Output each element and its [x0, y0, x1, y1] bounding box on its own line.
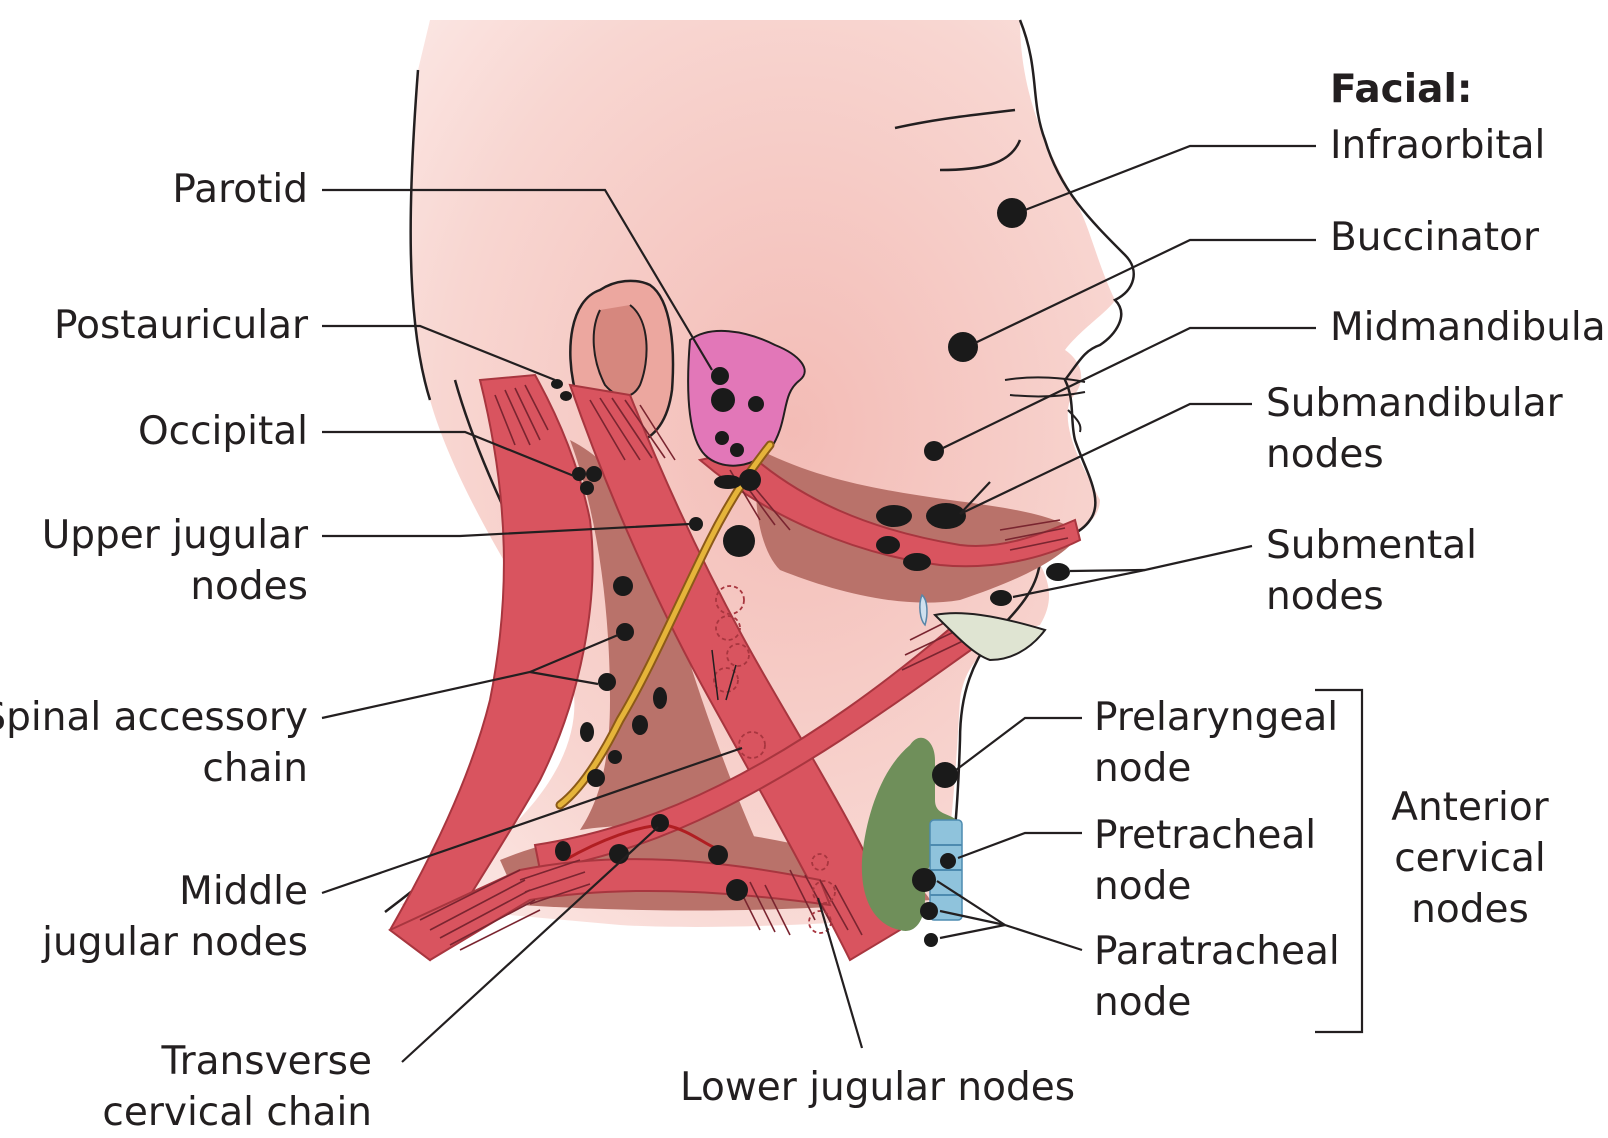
node-spinal-5 [632, 715, 648, 735]
label-anterior-cervical-line1: Anterior [1390, 782, 1550, 833]
node-occipital-2 [586, 466, 602, 482]
node-submandibular-4 [903, 553, 931, 571]
label-occipital: Occipital [138, 406, 308, 457]
label-submandibular: Submandibular nodes [1266, 378, 1563, 480]
node-occipital-1 [572, 467, 586, 481]
node-submental-1 [1046, 563, 1070, 581]
node-submandibular-1 [876, 505, 912, 527]
node-paratracheal-3 [924, 933, 938, 947]
node-submental-2 [990, 590, 1012, 606]
label-facial-heading: Facial: [1330, 64, 1472, 115]
node-upper-jugular-1 [714, 475, 742, 489]
label-anterior-cervical-line3: nodes [1390, 884, 1550, 935]
label-paratracheal-line2: node [1094, 977, 1340, 1028]
node-occipital-3 [580, 481, 594, 495]
label-prelaryngeal-line1: Prelaryngeal [1094, 692, 1338, 743]
label-pretracheal-line2: node [1094, 861, 1316, 912]
node-postauricular-1 [551, 379, 563, 389]
label-parotid: Parotid [172, 164, 308, 215]
label-transverse-cervical: Transverse cervical chain [102, 1036, 372, 1138]
label-midmandibular: Midmandibular [1330, 302, 1608, 353]
label-postauricular: Postauricular [54, 300, 308, 351]
node-parotid-1 [711, 367, 729, 385]
node-buccinator [948, 332, 978, 362]
label-anterior-cervical: Anterior cervical nodes [1390, 782, 1550, 935]
node-paratracheal-2 [920, 902, 938, 920]
node-postauricular-2 [560, 391, 572, 401]
label-submental-line1: Submental [1266, 520, 1477, 571]
node-spinal-7 [608, 750, 622, 764]
node-parotid-4 [715, 431, 729, 445]
label-upper-jugular-line2: nodes [42, 561, 308, 612]
node-upper-jugular-2 [739, 469, 761, 491]
node-paratracheal-1 [912, 868, 936, 892]
node-spinal-8 [587, 769, 605, 787]
label-middle-jugular: Middle jugular nodes [42, 866, 308, 968]
label-pretracheal: Pretracheal node [1094, 810, 1316, 912]
node-spinal-2 [616, 623, 634, 641]
node-parotid-5 [730, 443, 744, 457]
label-lower-jugular: Lower jugular nodes [680, 1062, 1075, 1113]
node-spinal-6 [580, 722, 594, 742]
node-infraorbital [997, 198, 1027, 228]
label-prelaryngeal-line2: node [1094, 743, 1338, 794]
label-anterior-cervical-line2: cervical [1390, 833, 1550, 884]
label-transverse-cervical-line1: Transverse [102, 1036, 372, 1087]
label-spinal-accessory: Spinal accessory chain [0, 692, 308, 794]
node-submandibular-2 [926, 503, 966, 529]
label-prelaryngeal: Prelaryngeal node [1094, 692, 1338, 794]
node-transverse-1 [651, 814, 669, 832]
node-spinal-4 [653, 687, 667, 709]
label-spinal-accessory-line1: Spinal accessory [0, 692, 308, 743]
node-transverse-2 [609, 844, 629, 864]
node-parotid-2 [711, 388, 735, 412]
label-pretracheal-line1: Pretracheal [1094, 810, 1316, 861]
label-middle-jugular-line2: jugular nodes [42, 917, 308, 968]
label-transverse-cervical-line2: cervical chain [102, 1087, 372, 1138]
label-submental: Submental nodes [1266, 520, 1477, 622]
label-infraorbital: Infraorbital [1330, 120, 1545, 171]
node-prelaryngeal [932, 762, 958, 788]
node-upper-jugular-3 [689, 517, 703, 531]
label-spinal-accessory-line2: chain [0, 743, 308, 794]
node-transverse-3 [555, 841, 571, 861]
label-paratracheal: Paratracheal node [1094, 926, 1340, 1028]
node-midmandibular [924, 441, 944, 461]
label-middle-jugular-line1: Middle [42, 866, 308, 917]
label-upper-jugular-line1: Upper jugular [42, 510, 308, 561]
label-buccinator: Buccinator [1330, 212, 1539, 263]
node-spinal-3 [598, 673, 616, 691]
label-submental-line2: nodes [1266, 571, 1477, 622]
node-submandibular-3 [876, 536, 900, 554]
node-spinal-1 [613, 576, 633, 596]
node-pretracheal [940, 853, 956, 869]
label-submandibular-line2: nodes [1266, 429, 1563, 480]
node-parotid-3 [748, 396, 764, 412]
label-upper-jugular: Upper jugular nodes [42, 510, 308, 612]
node-lower-jugular-2 [726, 879, 748, 901]
node-upper-jugular-4 [723, 525, 755, 557]
label-submandibular-line1: Submandibular [1266, 378, 1563, 429]
node-lower-jugular-1 [708, 845, 728, 865]
label-paratracheal-line1: Paratracheal [1094, 926, 1340, 977]
